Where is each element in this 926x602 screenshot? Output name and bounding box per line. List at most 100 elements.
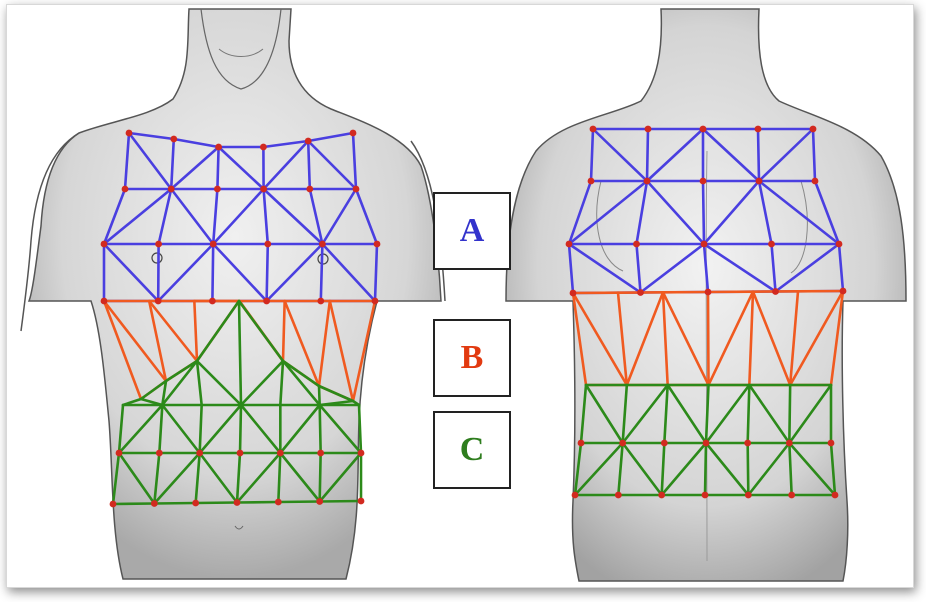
back-node xyxy=(832,492,839,499)
back-node xyxy=(840,288,847,295)
front-node xyxy=(126,130,133,137)
back-a-mesh-edge xyxy=(758,129,759,181)
back-node xyxy=(566,241,573,248)
front-node xyxy=(358,498,365,505)
back-c-mesh-edge xyxy=(705,443,706,495)
front-node xyxy=(306,186,313,193)
front-node xyxy=(275,499,282,506)
front-c-mesh-edge xyxy=(240,405,241,453)
front-node xyxy=(372,298,379,305)
front-node xyxy=(101,241,108,248)
front-c-mesh-edge xyxy=(359,405,361,453)
front-node xyxy=(264,241,271,248)
front-node xyxy=(122,186,129,193)
back-c-mesh-edge xyxy=(748,443,749,495)
front-a-mesh-edge xyxy=(212,244,213,301)
front-node xyxy=(317,450,324,457)
region-a-text: A xyxy=(460,212,485,250)
front-c-mesh-edge xyxy=(319,386,320,405)
front-b-mesh-edge xyxy=(283,301,285,361)
back-node xyxy=(701,241,708,248)
back-node xyxy=(615,492,622,499)
back-node xyxy=(836,241,843,248)
front-node xyxy=(156,450,163,457)
front-c-mesh-edge xyxy=(320,453,321,502)
front-node xyxy=(196,450,203,457)
back-node xyxy=(619,440,626,447)
front-c-mesh-edge xyxy=(196,503,237,504)
front-node xyxy=(110,501,117,508)
region-label-b: B xyxy=(433,319,511,397)
front-node xyxy=(260,186,267,193)
back-b-mesh-edge xyxy=(708,292,709,385)
front-node xyxy=(209,298,216,305)
front-node xyxy=(305,138,312,145)
back-node xyxy=(637,289,644,296)
front-node xyxy=(155,298,162,305)
back-node xyxy=(705,289,712,296)
front-node xyxy=(374,241,381,248)
back-node xyxy=(658,492,665,499)
back-a-mesh-edge xyxy=(703,181,704,244)
front-node xyxy=(277,450,284,457)
back-node xyxy=(810,126,817,133)
front-node xyxy=(168,186,175,193)
region-b-text: B xyxy=(461,339,484,377)
front-a-mesh-edge xyxy=(267,244,268,301)
region-label-a: A xyxy=(433,192,511,270)
back-node xyxy=(700,126,707,133)
front-node xyxy=(210,241,217,248)
front-c-mesh-edge xyxy=(154,503,195,504)
back-a-mesh-edge xyxy=(647,129,648,181)
back-node xyxy=(812,178,819,185)
back-c-mesh-edge xyxy=(748,385,750,443)
front-node xyxy=(350,130,357,137)
back-node xyxy=(570,290,577,297)
front-node xyxy=(316,498,323,505)
back-node xyxy=(756,178,763,185)
front-node xyxy=(237,450,244,457)
back-c-mesh-edge xyxy=(789,385,790,443)
front-a-mesh-edge xyxy=(308,141,310,189)
back-node xyxy=(768,241,775,248)
front-c-mesh-edge xyxy=(113,504,154,505)
back-node xyxy=(644,178,651,185)
front-body-outline xyxy=(29,9,441,579)
front-node xyxy=(353,186,360,193)
front-a-mesh-edge xyxy=(321,244,323,301)
front-c-mesh-edge xyxy=(278,502,319,503)
front-node xyxy=(192,500,199,507)
back-node xyxy=(661,440,668,447)
region-label-c: C xyxy=(433,411,511,489)
front-node xyxy=(101,298,108,305)
front-node xyxy=(358,450,365,457)
front-a-mesh-edge xyxy=(217,147,218,189)
back-node xyxy=(755,126,762,133)
back-node xyxy=(700,178,707,185)
front-node xyxy=(155,241,162,248)
front-torso xyxy=(21,9,445,579)
front-node xyxy=(151,500,158,507)
front-node xyxy=(170,136,177,143)
back-node xyxy=(703,440,710,447)
front-node xyxy=(214,186,221,193)
region-c-text: C xyxy=(460,431,485,469)
figure-frame xyxy=(6,4,914,588)
back-node xyxy=(588,178,595,185)
front-c-mesh-edge xyxy=(320,501,361,502)
torso-diagram xyxy=(7,5,913,587)
front-node xyxy=(215,144,222,151)
back-node xyxy=(745,492,752,499)
front-c-mesh-edge xyxy=(320,405,321,453)
back-node xyxy=(702,492,709,499)
back-node xyxy=(772,288,779,295)
front-node xyxy=(116,450,123,457)
front-node xyxy=(263,298,270,305)
back-node xyxy=(572,492,579,499)
front-node xyxy=(319,241,326,248)
back-node xyxy=(578,440,585,447)
front-node xyxy=(234,499,241,506)
back-node xyxy=(744,440,751,447)
front-c-mesh-edge xyxy=(237,502,278,503)
front-node xyxy=(260,144,267,151)
